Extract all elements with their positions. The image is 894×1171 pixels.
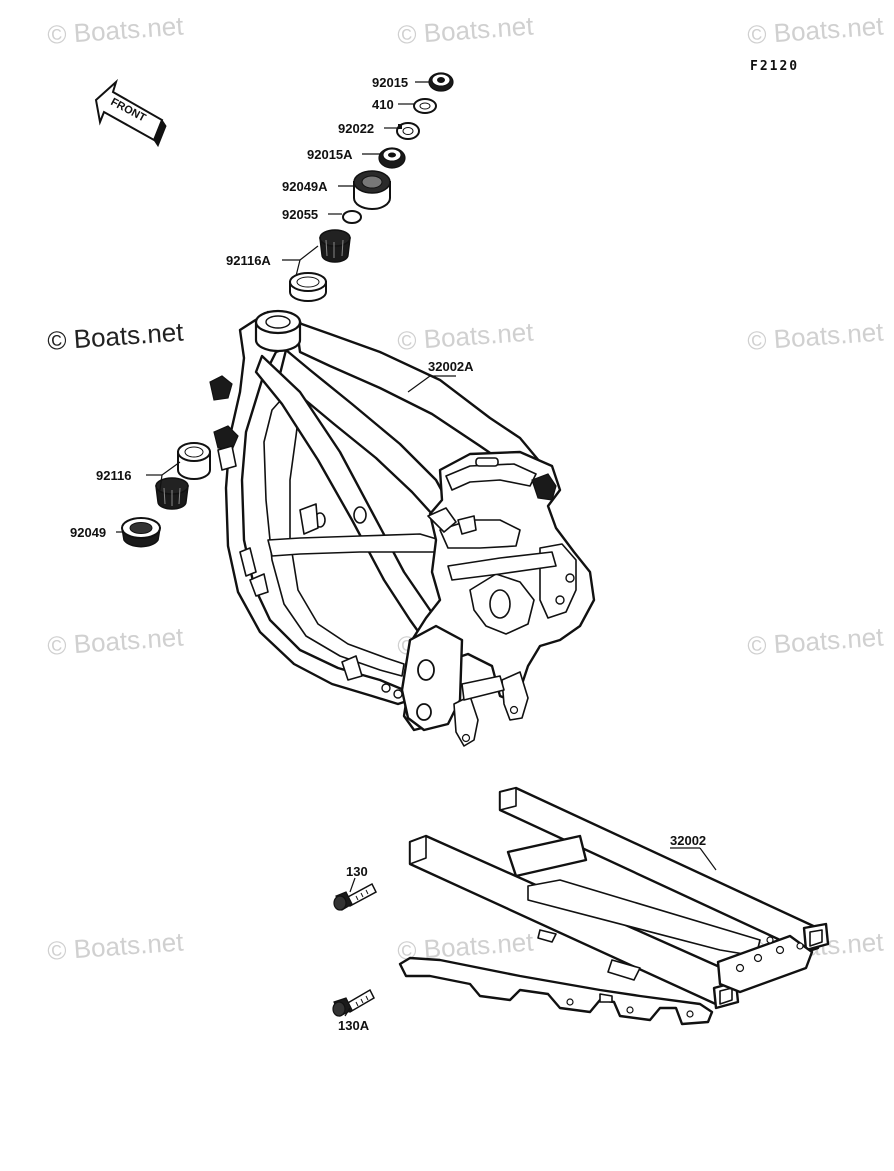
watermark: © Boats.net bbox=[46, 927, 185, 966]
race-92116-icon bbox=[177, 442, 211, 480]
part-label-92015: 92015 bbox=[372, 75, 408, 90]
watermark: © Boats.net bbox=[746, 11, 885, 50]
part-label-92015A: 92015A bbox=[307, 147, 353, 162]
rear-subframe-32002: 32002 bbox=[398, 786, 830, 1026]
bolt-130: 130 bbox=[333, 864, 377, 911]
part-label-130A: 130A bbox=[338, 1018, 370, 1033]
part-label-92049: 92049 bbox=[70, 525, 106, 540]
watermark: © Boats.net bbox=[746, 622, 885, 661]
part-label-130: 130 bbox=[346, 864, 368, 879]
figure-code: F2120 bbox=[750, 59, 799, 74]
part-label-92049A: 92049A bbox=[282, 179, 328, 194]
bearing-92116A-icon bbox=[319, 229, 351, 263]
part-label-92116A: 92116A bbox=[226, 253, 271, 268]
engine-mount-brackets bbox=[209, 375, 403, 699]
steering-stem-parts: 92015 410 92022 92015A bbox=[226, 72, 454, 302]
lock-washer-92022-icon bbox=[396, 122, 420, 140]
front-arrow-icon: FRONT bbox=[94, 78, 167, 148]
watermark: © Boats.net bbox=[46, 317, 185, 356]
nut-92015A-icon bbox=[378, 147, 406, 169]
bolt-130-icon bbox=[333, 882, 377, 911]
bearing-92116-icon bbox=[155, 477, 189, 510]
lower-steering-parts: 92116 92049 bbox=[70, 442, 211, 548]
part-label-92022: 92022 bbox=[338, 121, 374, 136]
watermark: © Boats.net bbox=[46, 11, 185, 50]
o-ring-92055-icon bbox=[342, 210, 362, 224]
washer-410-icon bbox=[413, 98, 437, 114]
watermark: © Boats.net bbox=[396, 11, 535, 50]
bolt-130A-icon bbox=[332, 988, 375, 1017]
watermark: © Boats.net bbox=[396, 317, 535, 356]
race-92116A-icon bbox=[289, 272, 327, 302]
part-label-92055: 92055 bbox=[282, 207, 318, 222]
nut-92015-icon bbox=[428, 72, 454, 92]
part-label-92116: 92116 bbox=[96, 468, 131, 483]
watermark: © Boats.net bbox=[746, 317, 885, 356]
steering-head bbox=[254, 309, 302, 353]
seal-92049-icon bbox=[121, 517, 161, 548]
part-label-32002: 32002 bbox=[670, 833, 706, 848]
part-label-32002A: 32002A bbox=[428, 359, 474, 374]
part-label-410: 410 bbox=[372, 97, 394, 112]
bolt-130A: 130A bbox=[332, 988, 375, 1033]
main-frame-32002A: 32002A bbox=[209, 309, 596, 747]
watermark: © Boats.net bbox=[46, 622, 185, 661]
seal-92049A-icon bbox=[353, 170, 391, 210]
